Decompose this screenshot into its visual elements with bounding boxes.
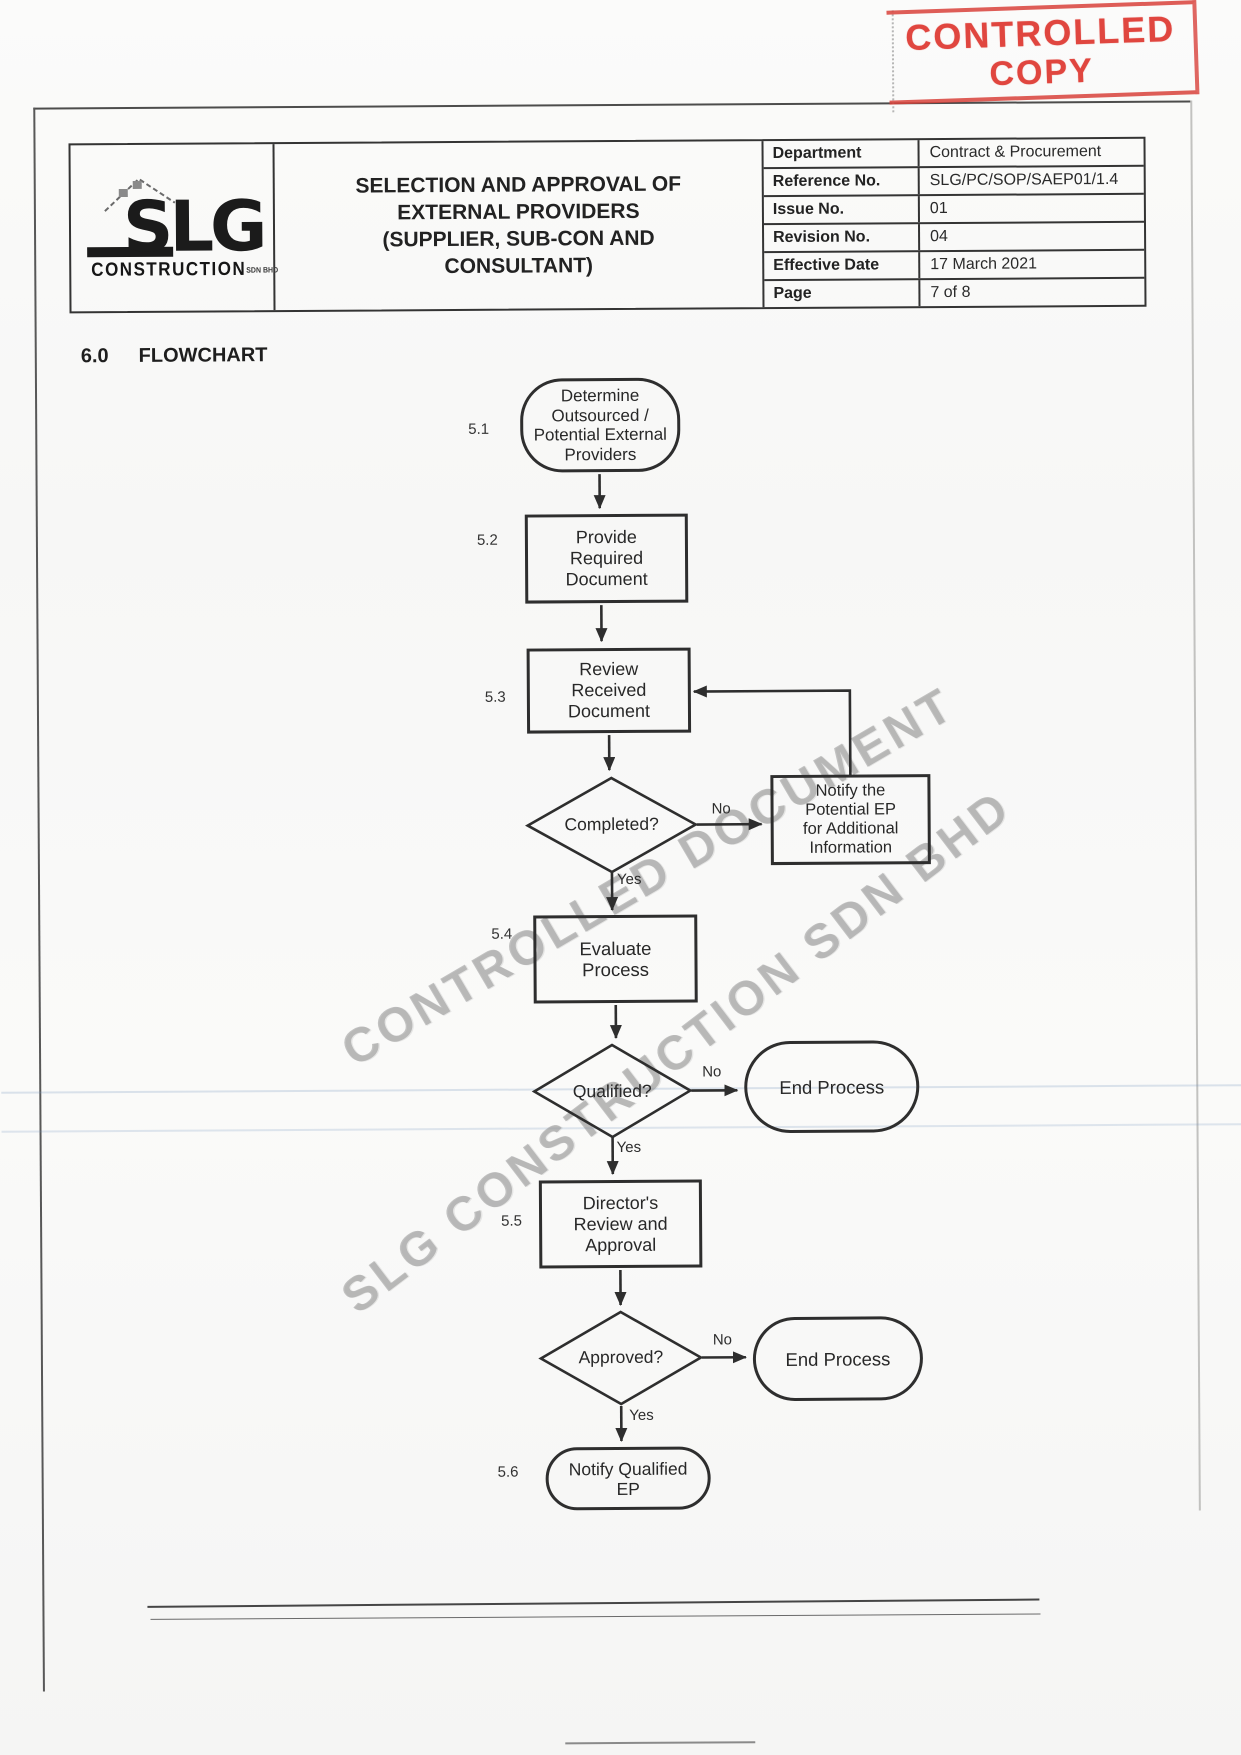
process-review-received-document: Review Received Document [526,647,692,734]
company-logo: SLG CONSTRUCTIONSDN BHD [77,158,278,280]
decision-approved-label: Approved? [578,1346,664,1368]
process-evaluate-process: Evaluate Process [533,914,698,1004]
decision-completed-label: Completed? [564,813,659,835]
decision-diamond-approved [538,1310,704,1406]
logo-brand-text: SLG [123,185,264,263]
process-provide-required-document: Provide Required Document [524,513,689,604]
logo-roof-lines [104,177,176,212]
step-number-5-1: 5.1 [468,420,490,438]
logo-cell: SLG CONSTRUCTIONSDN BHD [70,144,278,312]
process-directors-review-approval: Director's Review and Approval [538,1179,703,1269]
process-notify-potential-ep: Notify the Potential EP for Additional I… [770,774,931,866]
logo-window [132,180,142,189]
edge-label-no-qualified: No [702,1063,722,1081]
logo-graphic: SLG [87,177,264,268]
logo-ground-bar [87,246,174,258]
edge-label-no-approved: No [712,1331,733,1349]
terminator-notify-qualified-ep: Notify Qualified EP [545,1446,711,1511]
terminator-determine-providers: Determine Outsourced / Potential Externa… [519,377,681,473]
step-number-5-3: 5.3 [484,688,506,706]
step-number-5-6: 5.6 [497,1463,519,1481]
step-number-5-2: 5.2 [476,531,498,549]
edge-label-no-completed: No [711,800,731,818]
header-table: SLG CONSTRUCTIONSDN BHD SELECTION AND AP… [68,136,1147,314]
arrow-notify-feedback [692,685,852,776]
edge-label-yes-qualified: Yes [616,1138,642,1157]
terminator-end-process-1: End Process [743,1040,920,1134]
edge-label-yes-completed: Yes [616,870,642,889]
logo-window [118,188,128,198]
decision-qualified-label: Qualified? [572,1080,652,1102]
step-number-5-5: 5.5 [501,1212,522,1230]
terminator-end-process-2: End Process [752,1316,924,1402]
edge-label-yes-approved: Yes [629,1406,654,1424]
step-number-5-4: 5.4 [491,925,513,943]
